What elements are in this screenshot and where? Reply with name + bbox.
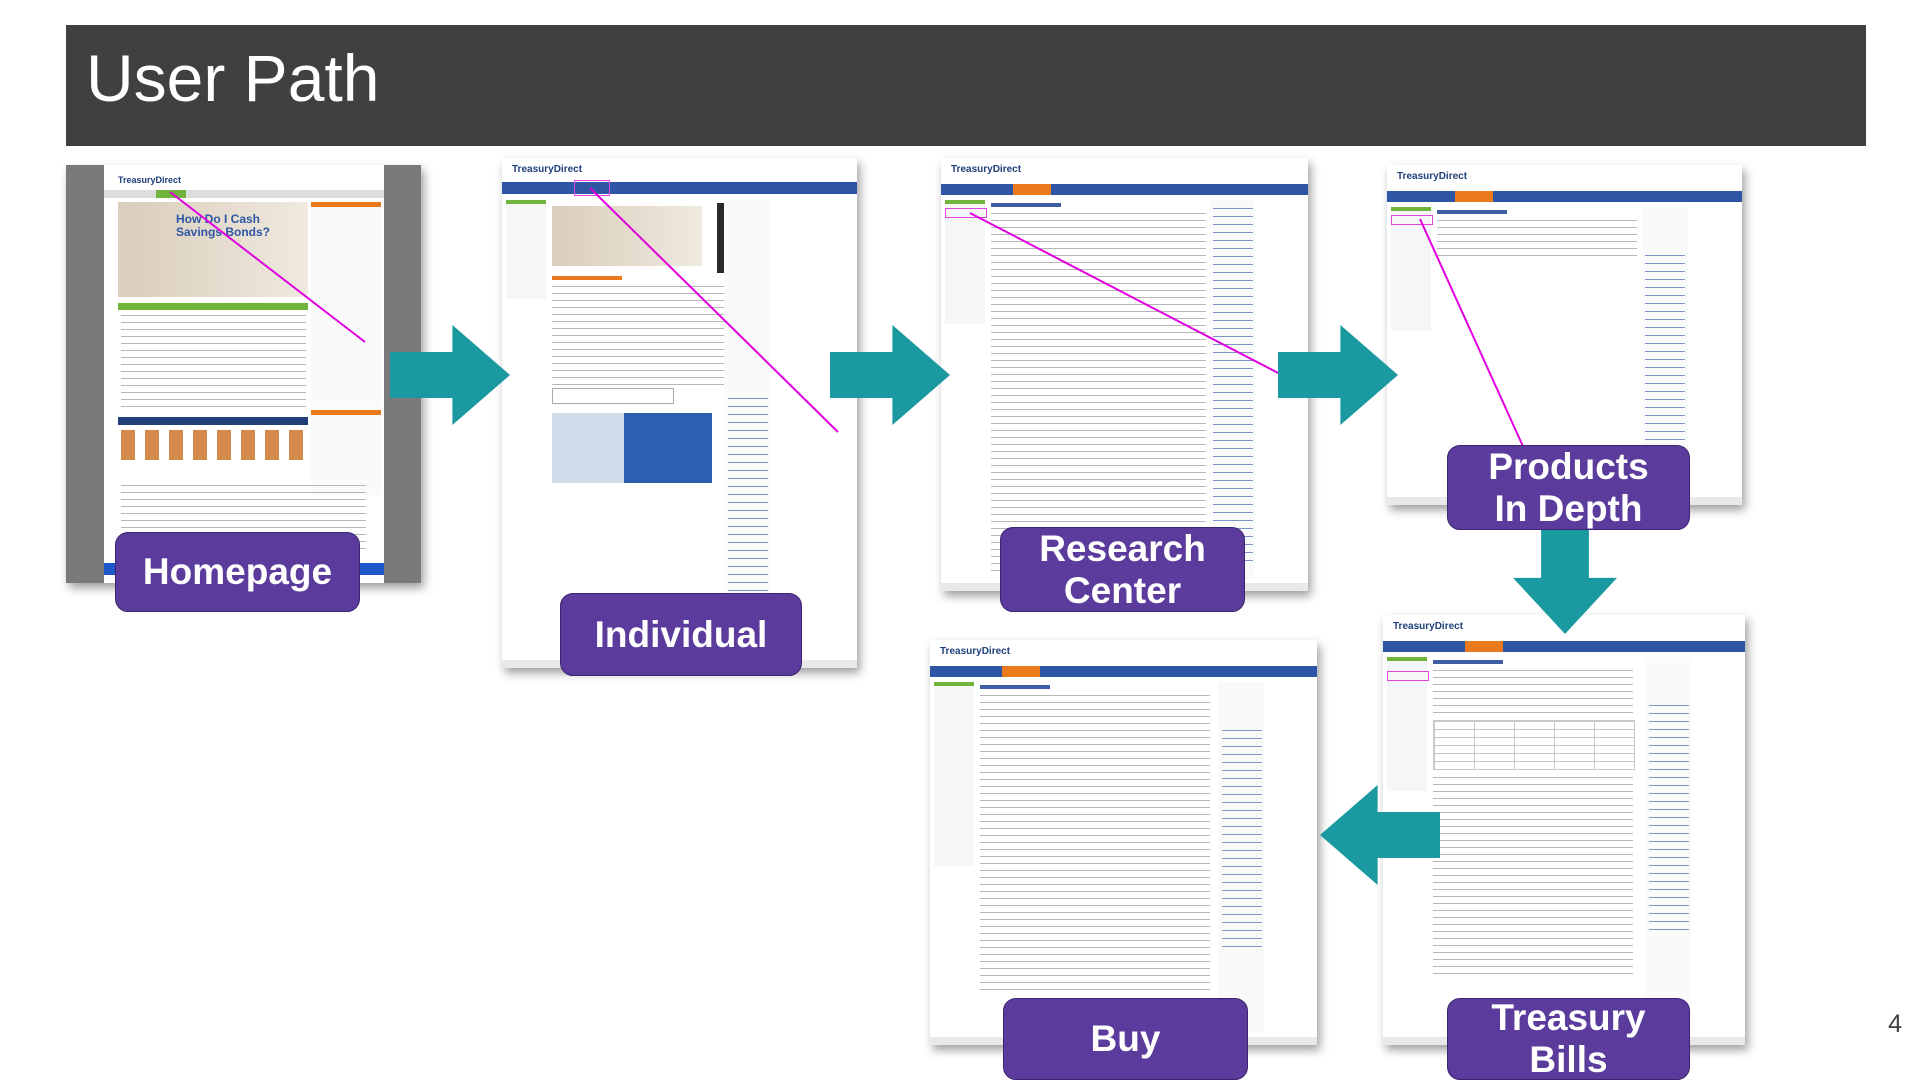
homepage-section-header xyxy=(118,303,308,310)
products-header: TreasuryDirect xyxy=(1387,165,1742,191)
bills-highlight-box xyxy=(1387,671,1429,681)
individual-ad-banner xyxy=(552,388,674,404)
step-label-individual: Individual xyxy=(560,593,802,676)
research-nav xyxy=(941,184,1308,195)
homepage-logo: TreasuryDirect xyxy=(118,175,182,185)
individual-sidebar xyxy=(506,200,546,299)
bills-title xyxy=(1433,660,1503,664)
homepage-resources-bar xyxy=(118,417,308,425)
individual-hero xyxy=(552,206,702,266)
bills-logo: TreasuryDirect xyxy=(1393,621,1464,632)
buy-title xyxy=(980,685,1050,689)
products-nav xyxy=(1387,191,1742,202)
step-label-buy: Buy xyxy=(1003,998,1248,1080)
bills-right-links xyxy=(1649,705,1689,935)
research-header: TreasuryDirect xyxy=(941,158,1308,184)
research-title xyxy=(991,203,1061,207)
products-title xyxy=(1437,210,1507,214)
homepage-resource-icons xyxy=(121,430,306,460)
research-highlight-box xyxy=(945,208,987,218)
research-logo: TreasuryDirect xyxy=(951,164,1022,175)
individual-logo: TreasuryDirect xyxy=(512,164,583,175)
bills-nav-active xyxy=(1465,641,1503,652)
step-label-products-in-depth: Products In Depth xyxy=(1447,445,1690,530)
buy-right-links xyxy=(1222,730,1262,950)
individual-welcome xyxy=(552,276,622,280)
products-logo: TreasuryDirect xyxy=(1397,171,1468,182)
homepage-nav xyxy=(104,190,384,198)
research-nav-active xyxy=(1013,184,1051,195)
individual-right-links xyxy=(728,398,768,598)
treasury-bills-screenshot: TreasuryDirect xyxy=(1383,615,1745,1045)
bills-table xyxy=(1433,720,1635,770)
individual-covid-banner xyxy=(552,413,712,483)
individual-nav xyxy=(502,182,857,194)
title-bar: User Path xyxy=(66,25,1866,146)
bills-nav xyxy=(1383,641,1745,652)
buy-nav-active xyxy=(1002,666,1040,677)
individual-highlight-box xyxy=(574,180,610,196)
step-label-treasury-bills: Treasury Bills xyxy=(1447,997,1690,1080)
buy-screenshot: TreasuryDirect xyxy=(930,640,1317,1045)
homepage-announcements xyxy=(311,410,381,495)
buy-sidebar xyxy=(934,682,974,866)
individual-header: TreasuryDirect xyxy=(502,158,857,184)
products-highlight-box xyxy=(1391,215,1433,225)
bills-intro-text xyxy=(1433,670,1633,715)
buy-nav xyxy=(930,666,1317,677)
bills-body-text xyxy=(1433,777,1633,977)
slide-title: User Path xyxy=(86,41,380,115)
buy-logo: TreasuryDirect xyxy=(940,646,1011,657)
products-right-links xyxy=(1645,255,1685,455)
research-body-text xyxy=(991,213,1206,573)
products-nav-active xyxy=(1455,191,1493,202)
research-right-links xyxy=(1213,208,1253,568)
step-label-homepage: Homepage xyxy=(115,532,360,612)
homepage-nav-individual xyxy=(156,190,186,198)
products-body-text xyxy=(1437,220,1637,260)
homepage-account-login xyxy=(311,202,381,407)
homepage-link-list xyxy=(121,315,306,410)
page-number: 4 xyxy=(1888,1010,1902,1038)
buy-header: TreasuryDirect xyxy=(930,640,1317,666)
step-label-research-center: Research Center xyxy=(1000,527,1245,612)
products-sidebar xyxy=(1391,207,1431,331)
individual-screenshot: TreasuryDirect xyxy=(502,158,857,668)
buy-body-text xyxy=(980,695,1210,995)
individual-body-text xyxy=(552,286,752,386)
research-sidebar xyxy=(945,200,985,324)
bills-sidebar xyxy=(1387,657,1427,791)
